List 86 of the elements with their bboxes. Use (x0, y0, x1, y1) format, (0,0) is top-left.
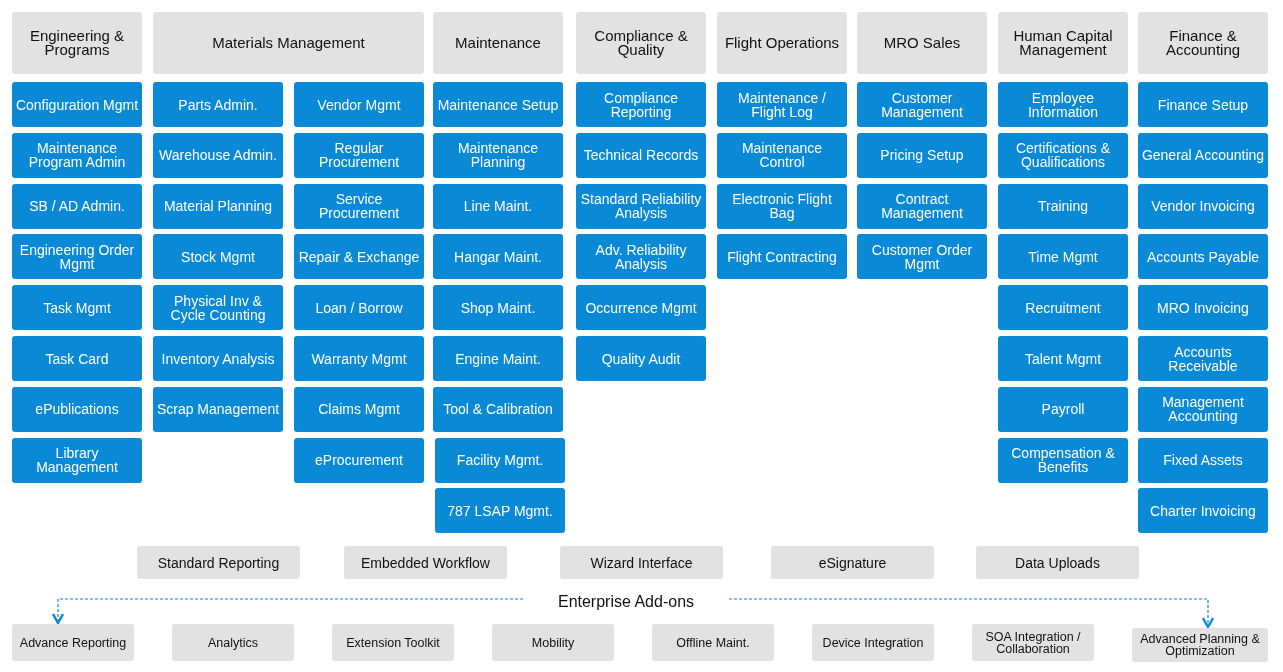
module-box: eProcurement (294, 437, 424, 483)
add-on-box: Device Integration (812, 624, 934, 661)
module-box: Claims Mgmt (294, 386, 424, 432)
module-box: Line Maint. (433, 183, 563, 229)
module-box: Service Procurement (294, 183, 424, 229)
module-box: Adv. Reliability Analysis (576, 234, 706, 280)
category-header: Finance & Accounting (1138, 12, 1268, 74)
category-header: Engineering & Programs (12, 12, 142, 74)
module-box: Parts Admin. (153, 82, 283, 127)
category-header: MRO Sales (857, 12, 987, 74)
module-box: Electronic Flight Bag (717, 183, 847, 229)
module-box: Engineering Order Mgmt (12, 234, 142, 280)
category-header: Human Capital Management (998, 12, 1128, 74)
module-box: Management Accounting (1138, 386, 1268, 432)
module-box: Loan / Borrow (294, 285, 424, 331)
module-box: Maintenance Control (717, 132, 847, 178)
module-box: Shop Maint. (433, 285, 563, 331)
module-box: Standard Reliability Analysis (576, 183, 706, 229)
module-box: Tool & Calibration (433, 386, 563, 432)
module-box: Pricing Setup (857, 132, 987, 178)
module-box: General Accounting (1138, 132, 1268, 178)
feature-box: eSignature (771, 546, 934, 579)
module-box: Technical Records (576, 132, 706, 178)
module-box: Library Management (12, 437, 142, 483)
module-box: Engine Maint. (433, 336, 563, 381)
dashed-arrow (51, 598, 524, 625)
dashed-arrow (728, 598, 1215, 629)
module-box: Accounts Receivable (1138, 336, 1268, 381)
module-box: Warehouse Admin. (153, 132, 283, 178)
module-box: Scrap Management (153, 386, 283, 432)
feature-box: Embedded Workflow (344, 546, 507, 579)
add-on-box: Advance Reporting (12, 624, 134, 661)
module-box: Material Planning (153, 183, 283, 229)
module-box: Fixed Assets (1138, 437, 1268, 483)
module-box: Talent Mgmt (998, 336, 1128, 381)
module-box: 787 LSAP Mgmt. (435, 488, 565, 534)
module-box: Maintenance Setup (433, 82, 563, 127)
add-on-box: SOA Integration / Collaboration (972, 624, 1094, 661)
module-box: Maintenance / Flight Log (717, 82, 847, 127)
module-box: Accounts Payable (1138, 234, 1268, 280)
module-box: Training (998, 183, 1128, 229)
module-box: Stock Mgmt (153, 234, 283, 280)
add-on-box: Analytics (172, 624, 294, 661)
add-on-box: Offline Maint. (652, 624, 774, 661)
module-box: Maintenance Planning (433, 132, 563, 178)
module-box: MRO Invoicing (1138, 285, 1268, 331)
module-box: SB / AD Admin. (12, 183, 142, 229)
module-box: Flight Contracting (717, 234, 847, 280)
module-box: Maintenance Program Admin (12, 132, 142, 178)
feature-box: Standard Reporting (137, 546, 300, 579)
module-box: Compliance Reporting (576, 82, 706, 127)
module-box: Facility Mgmt. (435, 437, 565, 483)
add-on-box: Extension Toolkit (332, 624, 454, 661)
category-header: Flight Operations (717, 12, 847, 74)
module-box: Contract Management (857, 183, 987, 229)
module-box: Task Mgmt (12, 285, 142, 331)
module-box: Regular Procurement (294, 132, 424, 178)
module-box: Customer Order Mgmt (857, 234, 987, 280)
category-header: Materials Management (153, 12, 424, 74)
module-box: Time Mgmt (998, 234, 1128, 280)
category-header: Maintenance (433, 12, 563, 74)
module-box: Vendor Invoicing (1138, 183, 1268, 229)
module-box: Occurrence Mgmt (576, 285, 706, 331)
module-box: Warranty Mgmt (294, 336, 424, 381)
module-box: ePublications (12, 386, 142, 432)
module-box: Compensation & Benefits (998, 437, 1128, 483)
module-box: Quality Audit (576, 336, 706, 381)
category-header: Compliance & Quality (576, 12, 706, 74)
module-box: Repair & Exchange (294, 234, 424, 280)
module-box: Payroll (998, 386, 1128, 432)
module-box: Recruitment (998, 285, 1128, 331)
module-box: Configuration Mgmt (12, 82, 142, 127)
feature-box: Data Uploads (976, 546, 1139, 579)
module-box: Charter Invoicing (1138, 488, 1268, 534)
feature-box: Wizard Interface (560, 546, 723, 579)
module-box: Certifications & Qualifications (998, 132, 1128, 178)
add-on-box: Advanced Planning & Optimization (1132, 628, 1268, 662)
module-box: Hangar Maint. (433, 234, 563, 280)
module-box: Task Card (12, 336, 142, 381)
module-box: Employee Information (998, 82, 1128, 127)
add-on-box: Mobility (492, 624, 614, 661)
module-box: Finance Setup (1138, 82, 1268, 127)
module-box: Inventory Analysis (153, 336, 283, 381)
module-box: Vendor Mgmt (294, 82, 424, 127)
module-box: Physical Inv & Cycle Counting (153, 285, 283, 331)
module-box: Customer Management (857, 82, 987, 127)
